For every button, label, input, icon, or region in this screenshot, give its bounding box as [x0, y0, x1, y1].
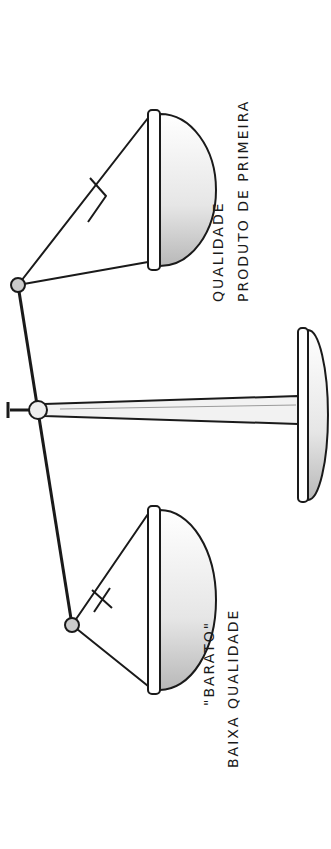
scale-label: PRODUTO DE PRIMEIRA [235, 100, 251, 302]
pan-bowl [160, 114, 216, 266]
scale-label: BAIXA QUALIDADE [225, 609, 241, 768]
scale-pole [44, 396, 298, 424]
check-mark [88, 178, 106, 222]
scale-beam [18, 285, 72, 625]
scale-foot [308, 330, 328, 500]
foot-rim [298, 328, 308, 502]
pan-strings [72, 514, 148, 686]
x-mark [92, 588, 112, 612]
pan-rim [148, 506, 160, 694]
pan-rim [148, 110, 160, 270]
scale-label: "BARATO" [201, 621, 217, 706]
scale-label: QUALIDADE [210, 201, 226, 302]
pan-strings [18, 118, 148, 285]
pivot [29, 401, 47, 419]
